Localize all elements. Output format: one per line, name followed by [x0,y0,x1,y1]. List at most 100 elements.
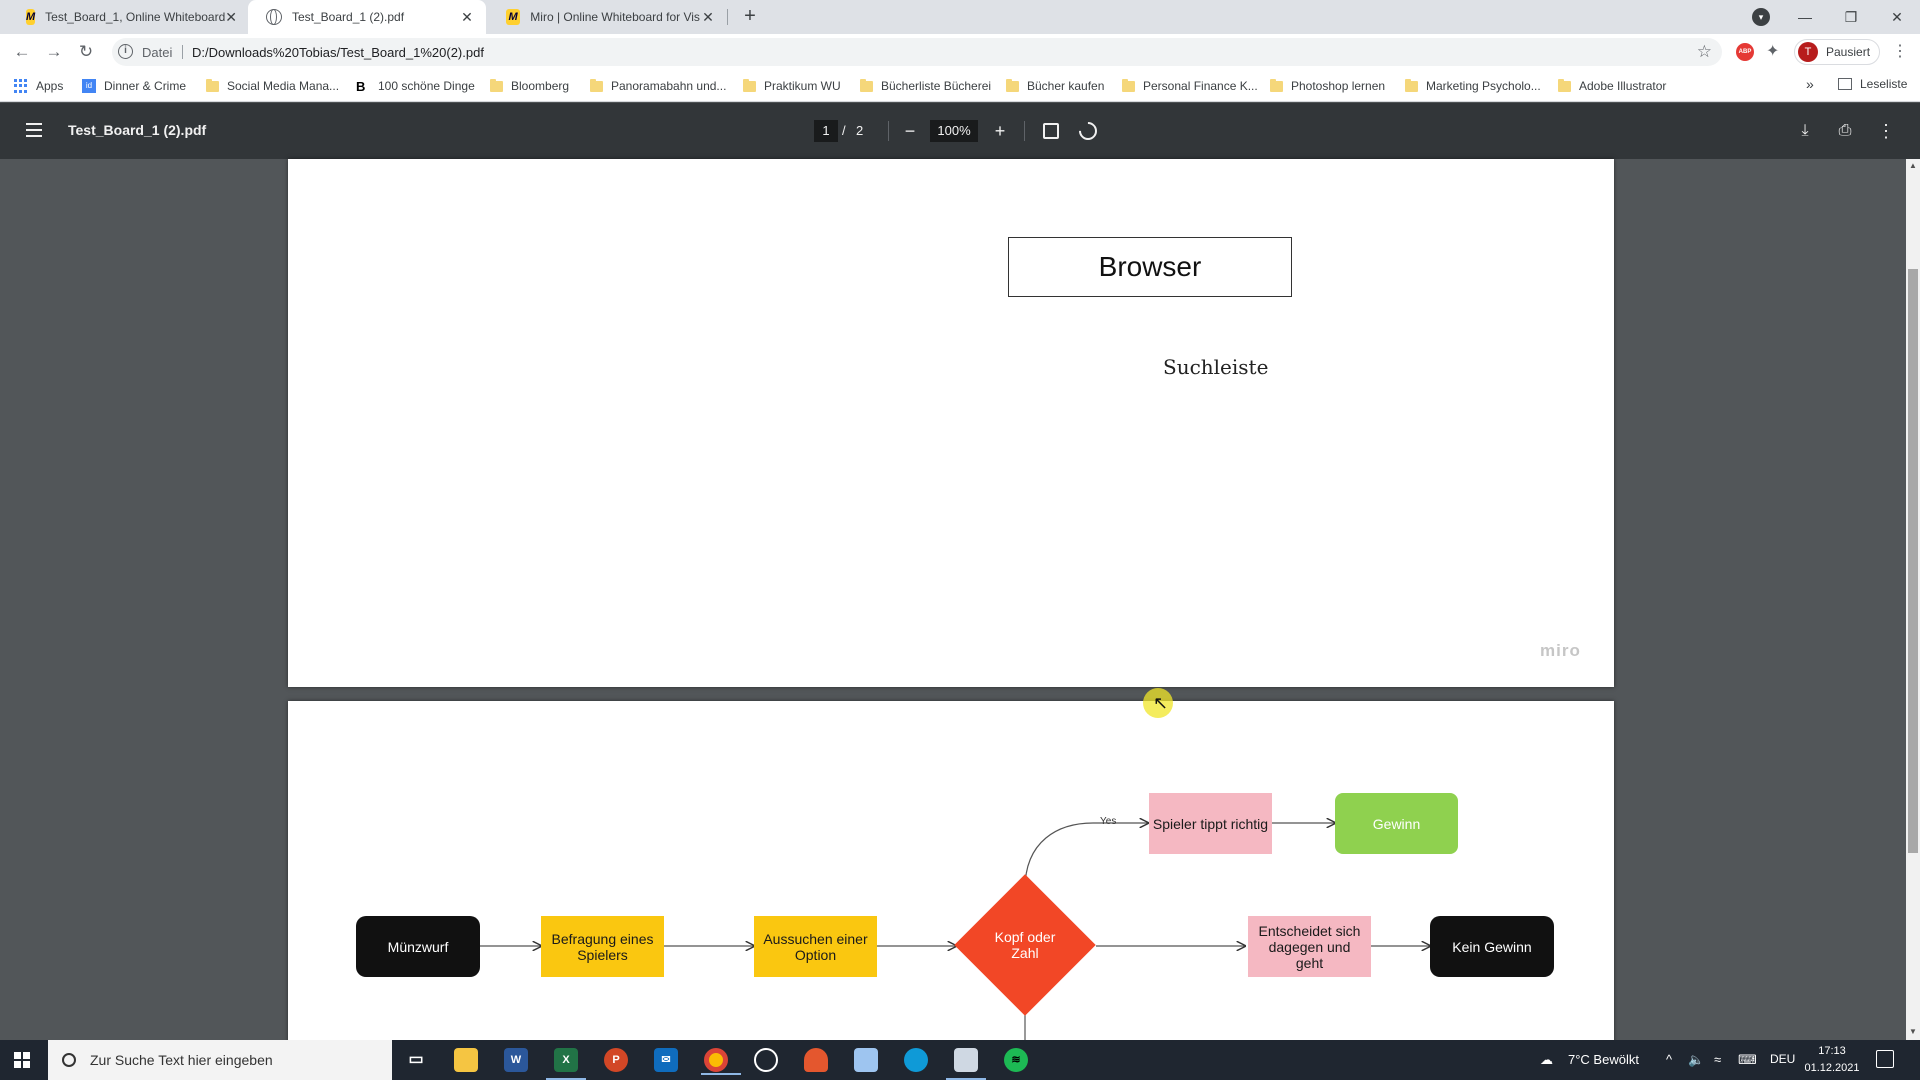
more-options-icon[interactable]: ⋮ [1877,121,1895,141]
folder-icon [590,78,603,92]
bookmark-illustrator[interactable]: Adobe Illustrator [1558,77,1666,95]
bookmark-label: Personal Finance K... [1143,79,1258,93]
zoom-in-icon[interactable]: + [994,121,1006,141]
new-tab-button[interactable]: + [744,5,756,27]
folder-icon [1006,78,1019,92]
yes-label: Yes [1100,816,1117,827]
miro-favicon-icon: M [506,9,521,25]
volume-icon[interactable]: 🔈 [1688,1052,1705,1067]
word-icon[interactable]: W [504,1048,528,1072]
tab-search-icon[interactable]: ▾ [1752,8,1770,26]
excel-icon[interactable]: X [546,1048,586,1080]
pdf-page-2: Münzwurf Befragung eines Spielers Aussuc… [288,701,1614,1061]
powerpoint-icon[interactable]: P [604,1048,628,1072]
edge-icon[interactable] [904,1048,928,1072]
tab-pdf[interactable]: Test_Board_1 (2).pdf ✕ [248,0,486,34]
pdf-page-1: Browser Suchleiste miro [288,159,1614,687]
zoom-input[interactable]: 100% [930,120,978,142]
close-icon[interactable]: ✕ [225,8,238,25]
folder-icon [206,78,219,92]
bookmark-marketing[interactable]: Marketing Psycholo... [1405,77,1541,95]
bookmark-social-media[interactable]: Social Media Mana... [206,77,339,95]
file-explorer-icon[interactable] [454,1048,478,1072]
bookmark-panoramabahn[interactable]: Panoramabahn und... [590,77,726,95]
browser-menu-icon[interactable]: ⋮ [1892,43,1908,60]
language-indicator[interactable]: DEU [1770,1052,1796,1066]
bookmark-dinner-crime[interactable]: id Dinner & Crime [82,77,186,95]
bookmark-star-icon[interactable]: ☆ [1696,42,1712,61]
taskbar-search[interactable]: Zur Suche Text hier eingeben [48,1040,392,1080]
extensions-puzzle-icon[interactable]: ✦ [1766,43,1780,60]
taskbar-search-placeholder: Zur Suche Text hier eingeben [90,1052,273,1068]
zoom-out-icon[interactable]: − [904,121,916,141]
back-icon[interactable]: ← [13,42,31,61]
bookmark-label: Adobe Illustrator [1579,79,1667,93]
address-url[interactable]: D:/Downloads%20Tobias/Test_Board_1%20(2)… [192,45,484,60]
id-favicon-icon: id [82,79,96,93]
bookmark-apps[interactable]: Apps [14,77,63,95]
scrollbar-thumb[interactable] [1908,269,1918,853]
download-icon[interactable]: ⤓ [1801,122,1809,139]
tab-strip: M Test_Board_1, Online Whiteboard ✕ Test… [0,0,1920,34]
paint-icon[interactable] [854,1048,878,1072]
fit-to-page-icon[interactable] [1043,123,1059,139]
chrome-icon[interactable] [701,1048,741,1075]
bookmark-buecher-kaufen[interactable]: Bücher kaufen [1006,77,1104,95]
bookmark-label: Praktikum WU [764,79,841,93]
spotify-icon[interactable]: ≋ [1004,1048,1028,1072]
scroll-up-icon[interactable]: ▲ [1909,161,1917,170]
clock-date: 01.12.2021 [1804,1062,1860,1074]
folder-icon [490,78,503,92]
page-number-input[interactable]: 1 [814,120,838,142]
rotate-icon[interactable] [1075,118,1101,144]
bookmark-bloomberg[interactable]: Bloomberg [490,77,569,95]
reload-icon[interactable]: ↻ [78,42,94,61]
bookmark-photoshop[interactable]: Photoshop lernen [1270,77,1385,95]
close-icon[interactable]: ✕ [461,8,473,25]
keyboard-icon[interactable]: ⌨ [1738,1052,1757,1067]
bookmark-personal-finance[interactable]: Personal Finance K... [1122,77,1258,95]
miro-watermark: miro [1540,641,1581,660]
profile-button[interactable]: T Pausiert [1794,39,1880,65]
reading-list-button[interactable]: Leseliste [1838,77,1907,91]
profile-status: Pausiert [1826,45,1871,59]
print-icon[interactable]: ⎙ [1838,122,1852,139]
clock[interactable]: 17:13 01.12.2021 [1800,1043,1864,1077]
mail-icon[interactable]: ✉ [654,1048,678,1072]
notepad-icon[interactable] [946,1048,986,1080]
tray-chevron-icon[interactable]: ^ [1666,1052,1673,1067]
adblock-extension-icon[interactable]: ABP [1736,43,1754,61]
app-icon[interactable] [804,1048,828,1072]
folder-icon [1270,78,1283,92]
scroll-down-icon[interactable]: ▼ [1909,1027,1917,1036]
bookmark-label: Social Media Mana... [227,79,340,93]
bookmark-praktikum[interactable]: Praktikum WU [743,77,841,95]
more-bookmarks-icon[interactable]: » [1806,76,1814,92]
window-close-icon[interactable]: ✕ [1891,8,1903,25]
bookmark-buecherliste[interactable]: Bücherliste Bücherei [860,77,991,95]
forward-icon[interactable]: → [45,42,63,61]
restore-icon[interactable]: ❐ [1844,8,1858,25]
windows-start-icon[interactable] [14,1052,30,1068]
close-icon[interactable]: ✕ [702,8,714,25]
bookmark-label: Apps [36,79,64,93]
reading-list-label: Leseliste [1860,77,1908,91]
address-bar[interactable]: i Datei D:/Downloads%20Tobias/Test_Board… [112,38,1722,66]
task-view-icon[interactable]: ▭ [408,1051,424,1068]
wifi-icon[interactable]: ≈ [1714,1052,1722,1067]
page-total: 2 [856,123,864,138]
bookmark-label: Dinner & Crime [104,79,187,93]
weather-icon[interactable]: ☁ [1540,1052,1553,1067]
minimize-icon[interactable]: — [1798,9,1812,25]
obs-icon[interactable] [754,1048,778,1072]
menu-icon[interactable] [26,123,42,137]
bookmark-100-dinge[interactable]: B 100 schöne Dinge [356,77,475,95]
tab-miro-home[interactable]: M Miro | Online Whiteboard for Vis ✕ [488,0,726,34]
info-icon[interactable]: i [118,44,133,59]
vertical-scrollbar[interactable]: ▲ ▼ [1906,159,1920,1040]
pdf-viewer-area[interactable]: Browser Suchleiste miro Münzwurf Befragu… [0,159,1920,1061]
node-gewinn: Gewinn [1335,793,1458,854]
tab-miro-board[interactable]: M Test_Board_1, Online Whiteboard ✕ [8,0,246,34]
notification-icon[interactable] [1876,1050,1894,1068]
weather-text[interactable]: 7°C Bewölkt [1568,1052,1639,1067]
